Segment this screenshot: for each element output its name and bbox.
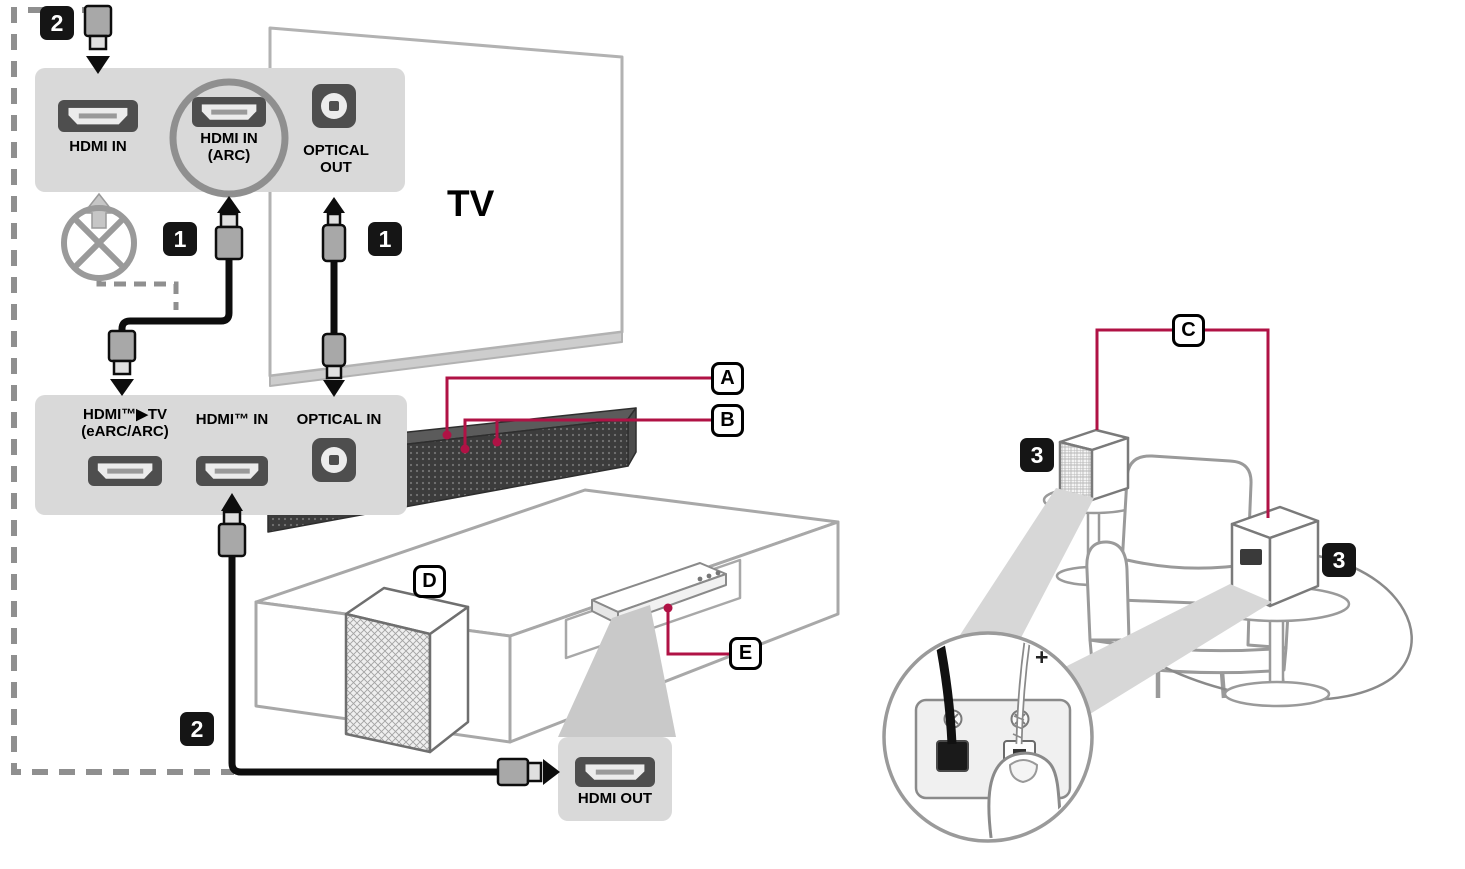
prohibited-circle-icon xyxy=(61,205,137,281)
optical-connector-soundbar-in xyxy=(321,332,347,397)
step2-badge-bottom: 2 xyxy=(180,712,214,746)
tv-optical-out-port-icon xyxy=(312,84,356,128)
step2-badge-top: 2 xyxy=(40,6,74,40)
marker-b: B xyxy=(711,404,744,437)
hdmi-device-cable xyxy=(228,556,498,776)
tv-label: TV xyxy=(447,183,495,224)
subwoofer xyxy=(344,586,470,754)
hdmi-out-zoom-wedge xyxy=(558,605,676,737)
soundbar-hdmi-in-port-icon xyxy=(196,456,268,486)
cables xyxy=(83,4,560,787)
polarity-plus-label: + xyxy=(1035,644,1049,670)
callout-lines xyxy=(445,328,1270,656)
tv-optical-out-label-line1: OPTICAL xyxy=(303,142,369,159)
zoom-beam-left xyxy=(958,488,1094,655)
tv-hdmi-in-arc-label-line2: (ARC) xyxy=(207,147,251,164)
terminal-slot-negative xyxy=(936,740,969,772)
step1-badge-hdmi: 1 xyxy=(163,222,197,256)
hdmi-connector-earc xyxy=(107,329,137,396)
device-hdmi-out-port-icon xyxy=(575,757,655,787)
callout-line-a xyxy=(445,376,711,433)
prohibited-cross-icon xyxy=(70,214,128,272)
step1-badge-optical: 1 xyxy=(368,222,402,256)
soundbar-hdmi-tv-port-icon xyxy=(88,456,162,486)
device-button xyxy=(715,570,721,576)
tv-hdmi-in-label: HDMI IN xyxy=(69,138,127,155)
rear-speaker-right xyxy=(1230,505,1320,608)
hdmi-connector-soundbar-in xyxy=(217,493,247,558)
step3-badge-right: 3 xyxy=(1322,543,1356,577)
no-connection-symbol xyxy=(61,192,137,281)
tv-optical-out-label-line2: OUT xyxy=(320,159,352,176)
hdmi-connector-tv-in xyxy=(83,4,113,74)
fingernail xyxy=(1008,759,1039,784)
rear-speaker-left xyxy=(1058,428,1130,502)
soundbar-hdmi-tv-label-line2: (eARC/ARC) xyxy=(81,423,169,440)
device-button xyxy=(706,573,712,579)
soundbar-optical-in-label: OPTICAL IN xyxy=(296,411,382,428)
soundbar-optical-in-port-icon xyxy=(312,438,356,482)
terminal-closeup xyxy=(882,631,1094,843)
soundbar-hdmi-tv-label-line1: HDMI™▶TV xyxy=(82,406,168,423)
tv-hdmi-in-arc-label-line1: HDMI IN xyxy=(200,130,258,147)
callout-line-c-right xyxy=(1205,328,1270,518)
hdmi-connector-device-out xyxy=(496,757,560,787)
speaker-terminal-recess xyxy=(1240,549,1262,565)
device-button xyxy=(697,576,703,582)
marker-e: E xyxy=(729,637,762,670)
callout-line-e xyxy=(666,608,729,656)
marker-c: C xyxy=(1172,314,1205,347)
zoom-beam-right xyxy=(1055,584,1272,714)
listening-room xyxy=(882,428,1413,843)
soundbar-hdmi-in-label: HDMI™ IN xyxy=(195,411,269,428)
alt-route-dashed-path xyxy=(96,279,179,310)
marker-a: A xyxy=(711,362,744,395)
tv-hdmi-in-arc-port-icon xyxy=(192,97,266,127)
arc-highlight-ring xyxy=(169,78,289,198)
hdmi-arc-cable xyxy=(118,258,233,333)
tv-stand xyxy=(254,488,840,744)
tv-hdmi-in-port-icon xyxy=(58,100,138,132)
hdmi-connector-tv-arc xyxy=(214,196,244,261)
hdmi-out-label: HDMI OUT xyxy=(577,790,653,807)
callout-line-b xyxy=(463,418,711,447)
callout-line-c-left xyxy=(1095,328,1172,430)
marker-d: D xyxy=(413,565,446,598)
optical-connector-tv-out xyxy=(321,197,347,263)
callout-dots xyxy=(442,430,673,613)
step3-badge-left: 3 xyxy=(1020,438,1054,472)
